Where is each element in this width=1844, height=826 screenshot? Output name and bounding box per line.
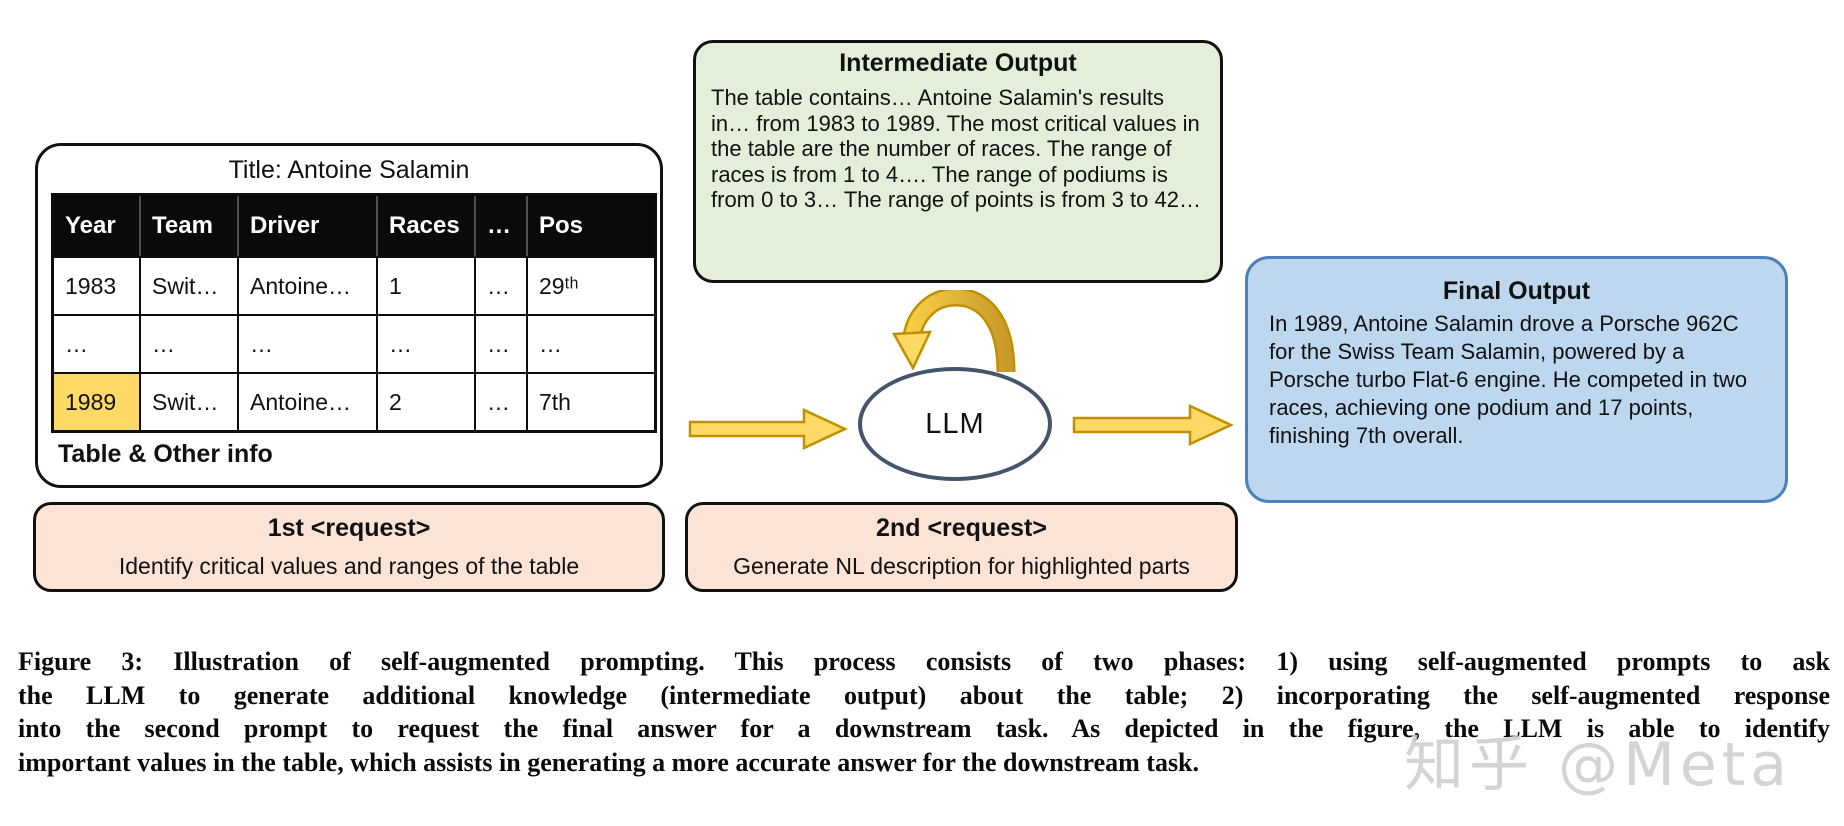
watermark: 知乎 @Meta: [1404, 730, 1793, 800]
llm-label: LLM: [925, 407, 985, 440]
data-table: Year Team Driver Races … Pos 1983 Swit… …: [51, 193, 657, 433]
second-request-box: 2nd <request> Generate NL description fo…: [685, 502, 1238, 592]
column-header-ellipsis: …: [476, 196, 528, 256]
table-cell: …: [476, 374, 528, 430]
table-cell: Antoine…: [239, 374, 378, 430]
table-cell: …: [54, 316, 141, 372]
intermediate-output-title: Intermediate Output: [839, 49, 1077, 77]
table-panel: Title: Antoine Salamin Year Team Driver …: [35, 143, 663, 488]
final-output-body: In 1989, Antoine Salamin drove a Porsche…: [1269, 311, 1748, 448]
intermediate-output-box: Intermediate Output The table contains… …: [693, 40, 1223, 283]
table-cell: …: [476, 258, 528, 314]
column-header-pos: Pos: [539, 212, 584, 239]
table-row: … … … … … …: [54, 314, 654, 372]
table-title: Title: Antoine Salamin: [228, 156, 470, 184]
figure-caption: Figure 3: Illustration of self-augmented…: [18, 645, 1830, 779]
caption-line: important values in the table, which ass…: [18, 747, 1200, 777]
table-row: 1989 Swit… Antoine… 2 … 7th: [54, 372, 654, 430]
table-header-row: Year Team Driver Races … Pos: [54, 196, 654, 256]
caption-line: into the second prompt to request the fi…: [18, 714, 1830, 743]
table-cell: Swit…: [141, 258, 239, 314]
table-cell: 29ᵗʰ: [539, 272, 579, 299]
column-header-team: Team: [141, 196, 239, 256]
column-header-year: Year: [54, 196, 141, 256]
caption-line: the LLM to generate additional knowledge…: [18, 680, 1830, 710]
table-cell: 1: [378, 258, 476, 314]
right-arrow-icon: [1072, 404, 1234, 446]
column-header-races: Races: [378, 196, 476, 256]
table-cell: …: [239, 316, 378, 372]
intermediate-output-body: The table contains… Antoine Salamin's re…: [711, 85, 1201, 212]
llm-node: LLM: [858, 367, 1052, 481]
second-request-title: 2nd <request>: [876, 514, 1047, 542]
table-cell: …: [141, 316, 239, 372]
table-cell: 7th: [539, 388, 571, 415]
table-row: 1983 Swit… Antoine… 1 … 29ᵗʰ: [54, 256, 654, 314]
first-request-body: Identify critical values and ranges of t…: [118, 553, 580, 579]
table-cell: …: [476, 316, 528, 372]
table-cell: 1983: [54, 258, 141, 314]
second-request-body: Generate NL description for highlighted …: [733, 553, 1190, 579]
right-arrow-icon: [688, 408, 848, 450]
table-cell: 2: [378, 374, 476, 430]
caption-line: Figure 3: Illustration of self-augmented…: [18, 647, 1830, 676]
table-cell: …: [378, 316, 476, 372]
highlighted-cell: 1989: [54, 374, 141, 430]
table-cell: Antoine…: [239, 258, 378, 314]
first-request-box: 1st <request> Identify critical values a…: [33, 502, 665, 592]
final-output-box: Final Output In 1989, Antoine Salamin dr…: [1245, 256, 1788, 503]
table-cell: Swit…: [141, 374, 239, 430]
column-header-driver: Driver: [239, 196, 378, 256]
first-request-title: 1st <request>: [267, 514, 431, 542]
loop-arrow-icon: [891, 290, 1016, 373]
table-footer-label: Table & Other info: [58, 440, 273, 468]
final-output-title: Final Output: [1442, 277, 1591, 305]
table-cell: …: [539, 330, 562, 357]
